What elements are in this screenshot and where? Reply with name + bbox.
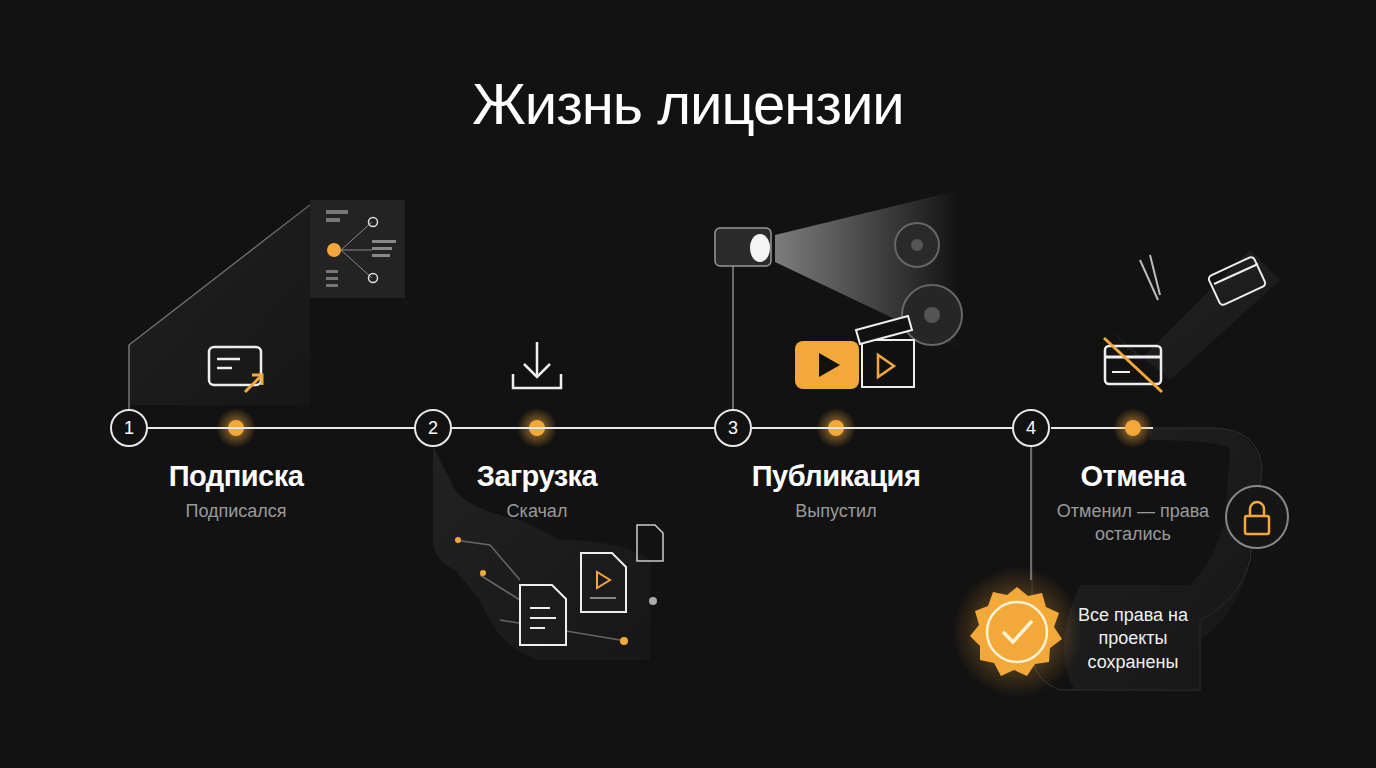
step-caption: Скачал bbox=[507, 500, 568, 523]
step-number-circle: 4 bbox=[1012, 409, 1050, 447]
step-caption-wrap: Скачал bbox=[507, 500, 568, 523]
cancel-panel bbox=[952, 250, 1288, 697]
step-title-wrap: Отмена bbox=[1081, 460, 1186, 493]
timeline-connector bbox=[148, 427, 414, 429]
publish-panel bbox=[715, 190, 962, 410]
step-number-circle: 3 bbox=[714, 409, 752, 447]
step-number: 4 bbox=[1026, 419, 1036, 437]
step-number: 1 bbox=[124, 419, 134, 437]
step-title: Отмена bbox=[1081, 460, 1186, 493]
step-title: Подписка bbox=[169, 460, 304, 493]
step-caption: Выпустил bbox=[795, 500, 876, 523]
step-title: Загрузка bbox=[477, 460, 598, 493]
step-title-wrap: Загрузка bbox=[477, 460, 598, 493]
timeline-connector bbox=[752, 427, 1012, 429]
step-caption: Отменил — права остались bbox=[1046, 500, 1221, 547]
diagram-title: Жизнь лицензии bbox=[472, 70, 903, 137]
step-number-circle: 2 bbox=[414, 409, 452, 447]
download-panel bbox=[433, 342, 663, 660]
step-title: Публикация bbox=[752, 460, 921, 493]
timeline-connector bbox=[452, 427, 714, 429]
step-caption-wrap: Подписался bbox=[185, 500, 286, 523]
step-caption-wrap: Выпустил bbox=[795, 500, 876, 523]
step-caption-wrap: Отменил — права остались bbox=[1046, 500, 1221, 547]
step-number: 2 bbox=[428, 419, 438, 437]
step-title-wrap: Публикация bbox=[752, 460, 921, 493]
diagram-title-wrap: Жизнь лицензии bbox=[472, 70, 903, 137]
badge-note-wrap: Все права на проекты сохранены bbox=[1072, 604, 1194, 674]
step-caption: Подписался bbox=[185, 500, 286, 523]
step-number-circle: 1 bbox=[110, 409, 148, 447]
badge-note: Все права на проекты сохранены bbox=[1072, 604, 1194, 674]
step-number: 3 bbox=[728, 419, 738, 437]
subscribe-panel bbox=[129, 200, 405, 410]
step-title-wrap: Подписка bbox=[169, 460, 304, 493]
